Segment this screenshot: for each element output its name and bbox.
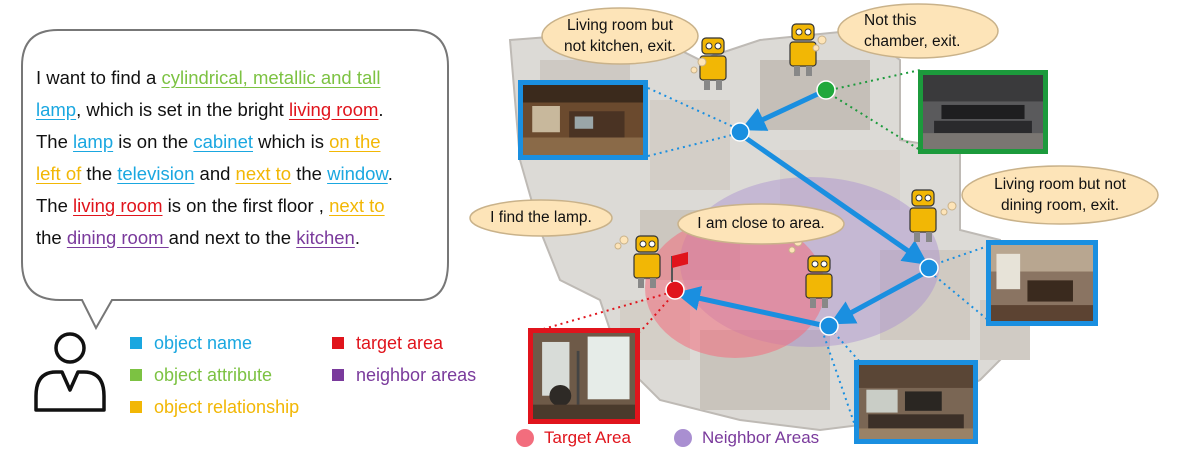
text: is on the	[113, 131, 194, 152]
waypoint-start	[816, 80, 836, 100]
object-attribute-phrase: cylindrical, metallic and tall	[161, 67, 381, 88]
legend-label: object attribute	[154, 364, 273, 385]
text: The	[36, 195, 74, 216]
thought-text: Living room but	[567, 17, 673, 34]
text: and	[194, 163, 236, 184]
robot-icon	[805, 255, 833, 308]
target-area-phrase: living room	[288, 99, 379, 120]
thought-text: not kitchen, exit.	[563, 38, 676, 55]
kitchen-photo	[518, 80, 648, 160]
waypoint-2	[919, 258, 939, 278]
target-area-phrase: living room	[73, 195, 163, 216]
legend-swatch	[130, 337, 142, 349]
legend-neighbor-areas-region: Neighbor Areas	[674, 428, 819, 448]
legend-object-attribute: object attribute	[130, 364, 272, 386]
legend-target-area-region: Target Area	[516, 428, 631, 448]
living-room-photo	[854, 360, 978, 444]
thought-bubble-5: I am close to area.	[676, 202, 846, 246]
waypoint-goal	[665, 280, 685, 300]
thought-text: chamber, exit.	[864, 33, 961, 50]
object-name-phrase: television	[117, 163, 195, 184]
thought-bubble-3: Living room but not dining room, exit.	[960, 164, 1160, 226]
legend-label: Neighbor Areas	[702, 428, 820, 447]
text: the	[81, 163, 118, 184]
neighbor-area-phrase: kitchen	[296, 227, 355, 248]
legend-neighbor-areas: neighbor areas	[332, 364, 476, 386]
legend-label: neighbor areas	[356, 364, 477, 385]
text: .	[387, 163, 393, 184]
target-area-region	[645, 218, 825, 358]
object-relationship-phrase: next to	[329, 195, 385, 216]
text: the	[36, 227, 67, 248]
legend-swatch	[332, 369, 344, 381]
thought-text: I am close to area.	[697, 215, 825, 232]
thought-text: dining room, exit.	[1000, 197, 1120, 214]
object-name-phrase: lamp	[73, 131, 114, 152]
thought-text: I find the lamp.	[490, 209, 592, 226]
thought-bubble-2: Not this chamber, exit.	[836, 2, 1000, 60]
legend-swatch	[332, 337, 344, 349]
thought-bubble-4: I find the lamp.	[468, 198, 614, 238]
legend-object-relationship: object relationship	[130, 396, 299, 418]
text: and next to the	[168, 227, 297, 248]
instruction-text: I want to find a cylindrical, metallic a…	[36, 62, 426, 254]
thought-text: Living room but not	[994, 176, 1126, 193]
object-relationship-phrase: left of	[36, 163, 82, 184]
dining-room-photo	[986, 240, 1098, 326]
legend-object-name: object name	[130, 332, 252, 354]
object-name-phrase: lamp	[36, 99, 77, 120]
theater-photo	[918, 70, 1048, 154]
thought-bubble-1: Living room but not kitchen, exit.	[540, 6, 700, 66]
text: the	[291, 163, 328, 184]
legend-swatch	[130, 369, 142, 381]
robot-icon	[789, 23, 817, 76]
text: The	[36, 131, 74, 152]
legend-label: object relationship	[154, 396, 300, 417]
target-living-room-photo	[528, 328, 640, 424]
waypoint-1	[730, 122, 750, 142]
text: .	[354, 227, 360, 248]
neighbor-area-phrase: dining room	[66, 227, 169, 248]
thought-text: Not this	[864, 12, 917, 29]
robot-icon	[633, 235, 661, 288]
text: , which is set in the bright	[76, 99, 289, 120]
legend-label: target area	[356, 332, 444, 353]
robot-icon	[909, 189, 937, 242]
speech-bubble	[21, 29, 449, 331]
legend-swatch	[130, 401, 142, 413]
user-icon	[34, 332, 106, 412]
legend-target-area: target area	[332, 332, 443, 354]
legend-label: Target Area	[544, 428, 631, 447]
waypoint-3	[819, 316, 839, 336]
object-relationship-phrase: next to	[235, 163, 292, 184]
text: I want to find a	[36, 67, 162, 88]
text: is on the first floor ,	[162, 195, 330, 216]
legend-dot	[516, 429, 534, 447]
object-name-phrase: cabinet	[193, 131, 254, 152]
legend-dot	[674, 429, 692, 447]
text: which is	[253, 131, 330, 152]
object-name-phrase: window	[327, 163, 388, 184]
legend-label: object name	[154, 332, 253, 353]
object-relationship-phrase: on the	[329, 131, 381, 152]
text: .	[378, 99, 384, 120]
